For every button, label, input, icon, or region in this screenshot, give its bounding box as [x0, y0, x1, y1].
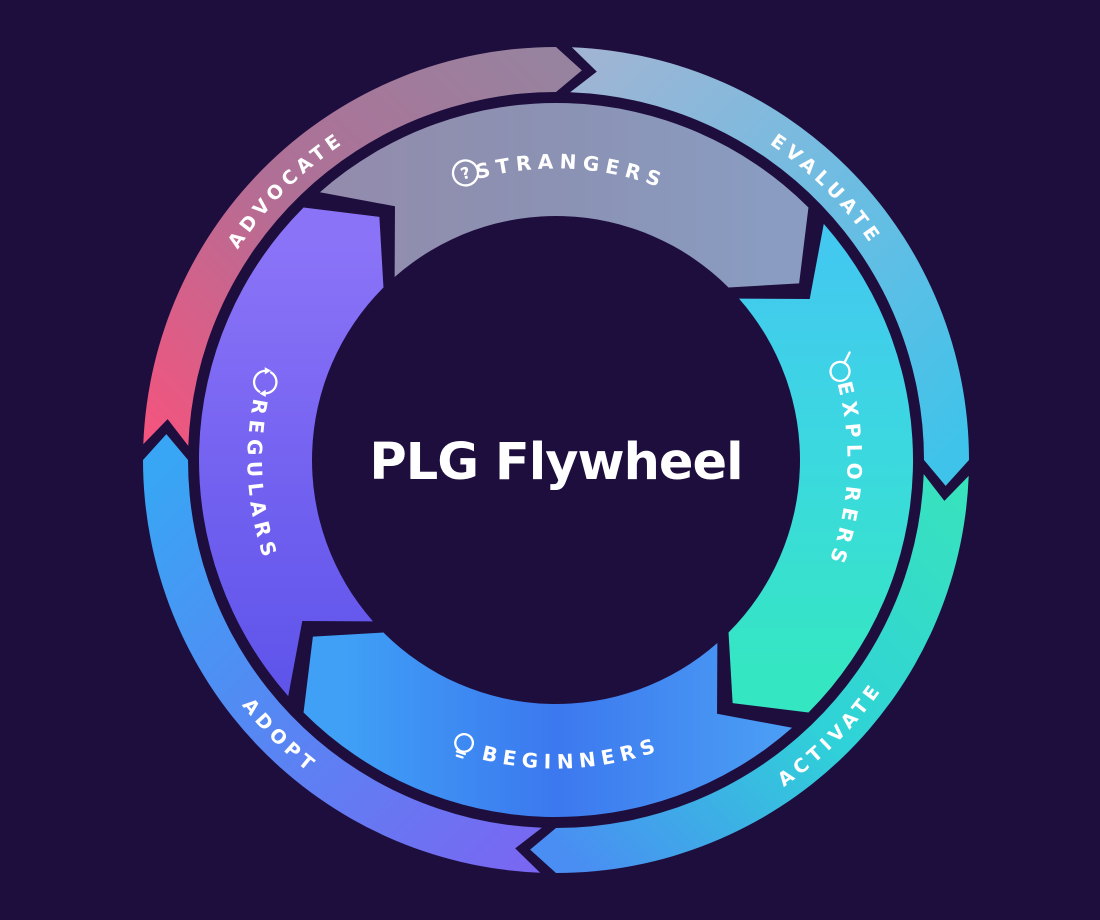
outer-segment-evaluate	[570, 47, 969, 486]
outer-segment-adopt	[143, 434, 542, 873]
inner-segment-explorers	[728, 223, 914, 713]
refresh-icon	[252, 367, 278, 398]
diagram-title: PLG Flywheel	[369, 433, 742, 492]
bulb-icon	[454, 732, 475, 759]
flywheel-icons: ?	[252, 159, 851, 759]
inner-segment-regulars	[198, 207, 384, 697]
inner-segment-strangers	[319, 102, 809, 288]
outer-segment-advocate	[143, 47, 582, 446]
outer-segment-activate	[530, 474, 969, 873]
magnifier-icon	[829, 351, 851, 383]
inner-segment-beginners	[303, 632, 793, 818]
flywheel-segments	[143, 47, 969, 873]
